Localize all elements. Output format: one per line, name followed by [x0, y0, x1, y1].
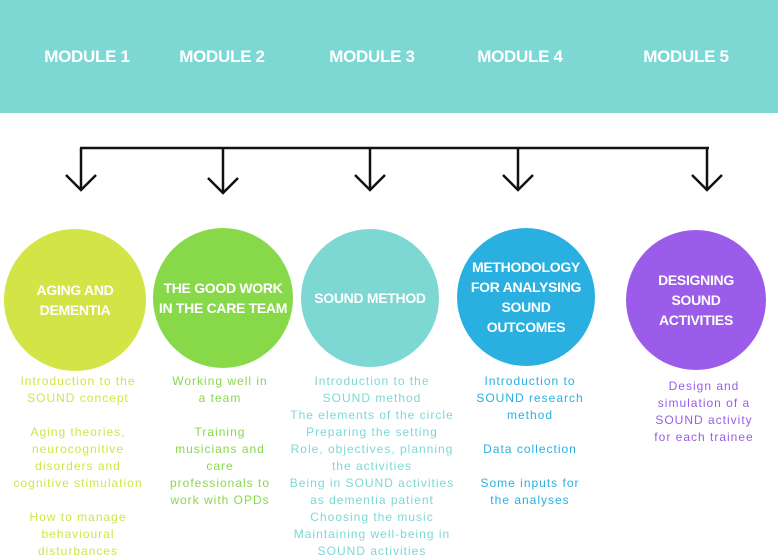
- description-line: cognitive stimulation: [13, 476, 143, 490]
- description-line: simulation of a: [657, 396, 751, 410]
- circle-title: DESIGNING SOUND ACTIVITIES: [658, 272, 734, 328]
- description-line: method: [506, 408, 554, 422]
- description-line: Introduction to the: [20, 374, 136, 388]
- description-line: Design and: [668, 379, 740, 393]
- description-line: Maintaining well-being in: [293, 527, 451, 541]
- description-line: SOUND concept: [27, 391, 129, 405]
- description-line: How to manage: [29, 510, 127, 524]
- description-line: Aging theories,: [30, 425, 126, 439]
- description-line: work with OPDs: [170, 493, 270, 507]
- description-line: SOUND method: [322, 391, 422, 405]
- description-line: neurocognitive: [31, 442, 125, 456]
- description-spacer: [476, 458, 583, 475]
- description-line: SOUND activities: [317, 544, 427, 558]
- description-line: Preparing the setting: [306, 425, 438, 439]
- circle-title: AGING AND DEMENTIA: [36, 282, 114, 318]
- description-line: for each trainee: [654, 430, 754, 444]
- module-2-label: MODULE 2: [179, 47, 265, 66]
- description-line: the activities: [331, 459, 413, 473]
- description-module-5: Design and simulation of a SOUND activity f…: [654, 378, 753, 446]
- circle-good-work-care-team: THE GOOD WORK IN THE CARE TEAM: [153, 228, 293, 368]
- description-spacer: [13, 492, 142, 509]
- circle-designing-sound-activities: DESIGNING SOUND ACTIVITIES: [626, 230, 766, 370]
- description-line: Training: [194, 425, 246, 439]
- description-line: care: [206, 459, 234, 473]
- circle-aging-dementia: AGING AND DEMENTIA: [4, 229, 146, 371]
- description-spacer: [13, 407, 142, 424]
- circle-sound-method: SOUND METHOD: [301, 229, 439, 367]
- description-line: Role, objectives, planning: [290, 442, 454, 456]
- description-spacer: [170, 407, 270, 424]
- arrow-down-icon-1: [65, 148, 97, 192]
- description-line: Choosing the music: [310, 510, 434, 524]
- description-line: musicians and: [175, 442, 265, 456]
- description-line: Introduction to the: [314, 374, 430, 388]
- connector-lines: [65, 146, 723, 195]
- module-3-label: MODULE 3: [329, 47, 415, 66]
- module-4-label: MODULE 4: [477, 47, 563, 66]
- description-line: as dementia patient: [310, 493, 434, 507]
- module-banner: [0, 0, 778, 113]
- description-line: professionals to: [169, 476, 271, 490]
- description-line: Working well in: [172, 374, 268, 388]
- description-line: SOUND activity: [655, 413, 753, 427]
- description-line: disturbances: [37, 544, 119, 558]
- description-line: The elements of the circle: [290, 408, 454, 422]
- module-5-label: MODULE 5: [643, 47, 729, 66]
- description-line: a team: [198, 391, 242, 405]
- description-line: Being in SOUND activities: [289, 476, 455, 490]
- description-line: SOUND research: [476, 391, 584, 405]
- arrow-down-icon-2: [207, 148, 239, 195]
- arrow-down-icon-3: [354, 148, 386, 192]
- circle-title: THE GOOD WORK IN THE CARE TEAM: [158, 280, 288, 316]
- module-1-label: MODULE 1: [44, 47, 130, 66]
- arrow-down-icon-5: [691, 148, 723, 192]
- description-line: the analyses: [490, 493, 570, 507]
- description-line: behavioural: [41, 527, 115, 541]
- description-line: disorders and: [35, 459, 121, 473]
- description-spacer: [476, 424, 583, 441]
- circle-title: METHODOLOGY FOR ANALYSING SOUND OUTCOMES: [470, 259, 582, 335]
- description-line: Introduction to: [484, 374, 576, 388]
- description-line: Some inputs for: [480, 476, 580, 490]
- circle-methodology-analysing: METHODOLOGY FOR ANALYSING SOUND OUTCOMES: [457, 228, 595, 366]
- circle-title: SOUND METHOD: [314, 290, 426, 306]
- description-line: Data collection: [483, 442, 577, 456]
- arrow-down-icon-4: [502, 148, 534, 192]
